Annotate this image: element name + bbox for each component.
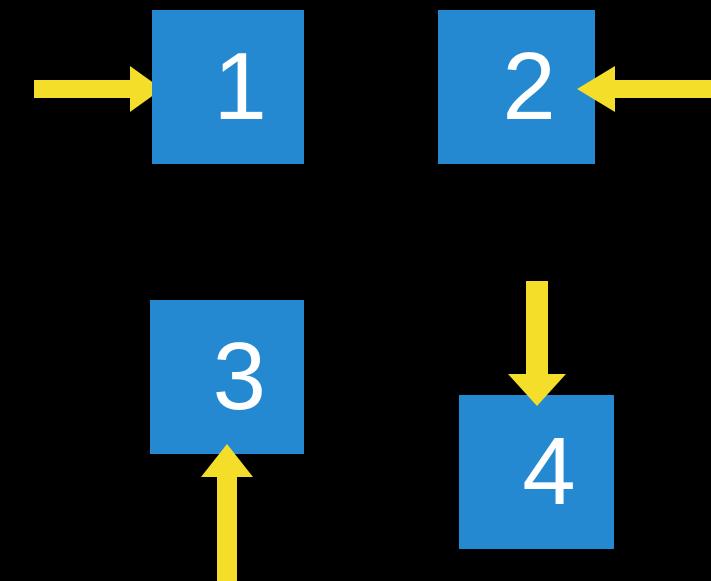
node-box-4[interactable] — [459, 395, 614, 549]
arrow-left-icon — [577, 66, 711, 112]
node-box-3[interactable] — [150, 300, 304, 454]
arrow-into-node-1 — [34, 66, 162, 112]
node-label-3: 3 — [212, 323, 267, 430]
node-box-2[interactable] — [438, 10, 595, 164]
node-label-1: 1 — [213, 33, 267, 140]
node-label-4: 4 — [522, 418, 576, 525]
node-box-1[interactable] — [152, 10, 304, 164]
arrow-down-icon — [508, 281, 566, 406]
arrow-right-icon — [34, 66, 162, 112]
arrow-into-node-4 — [508, 281, 566, 406]
arrow-into-node-3 — [201, 444, 253, 581]
arrow-into-node-2 — [577, 66, 711, 112]
node-label-2: 2 — [502, 33, 556, 140]
arrow-up-icon — [201, 444, 253, 581]
